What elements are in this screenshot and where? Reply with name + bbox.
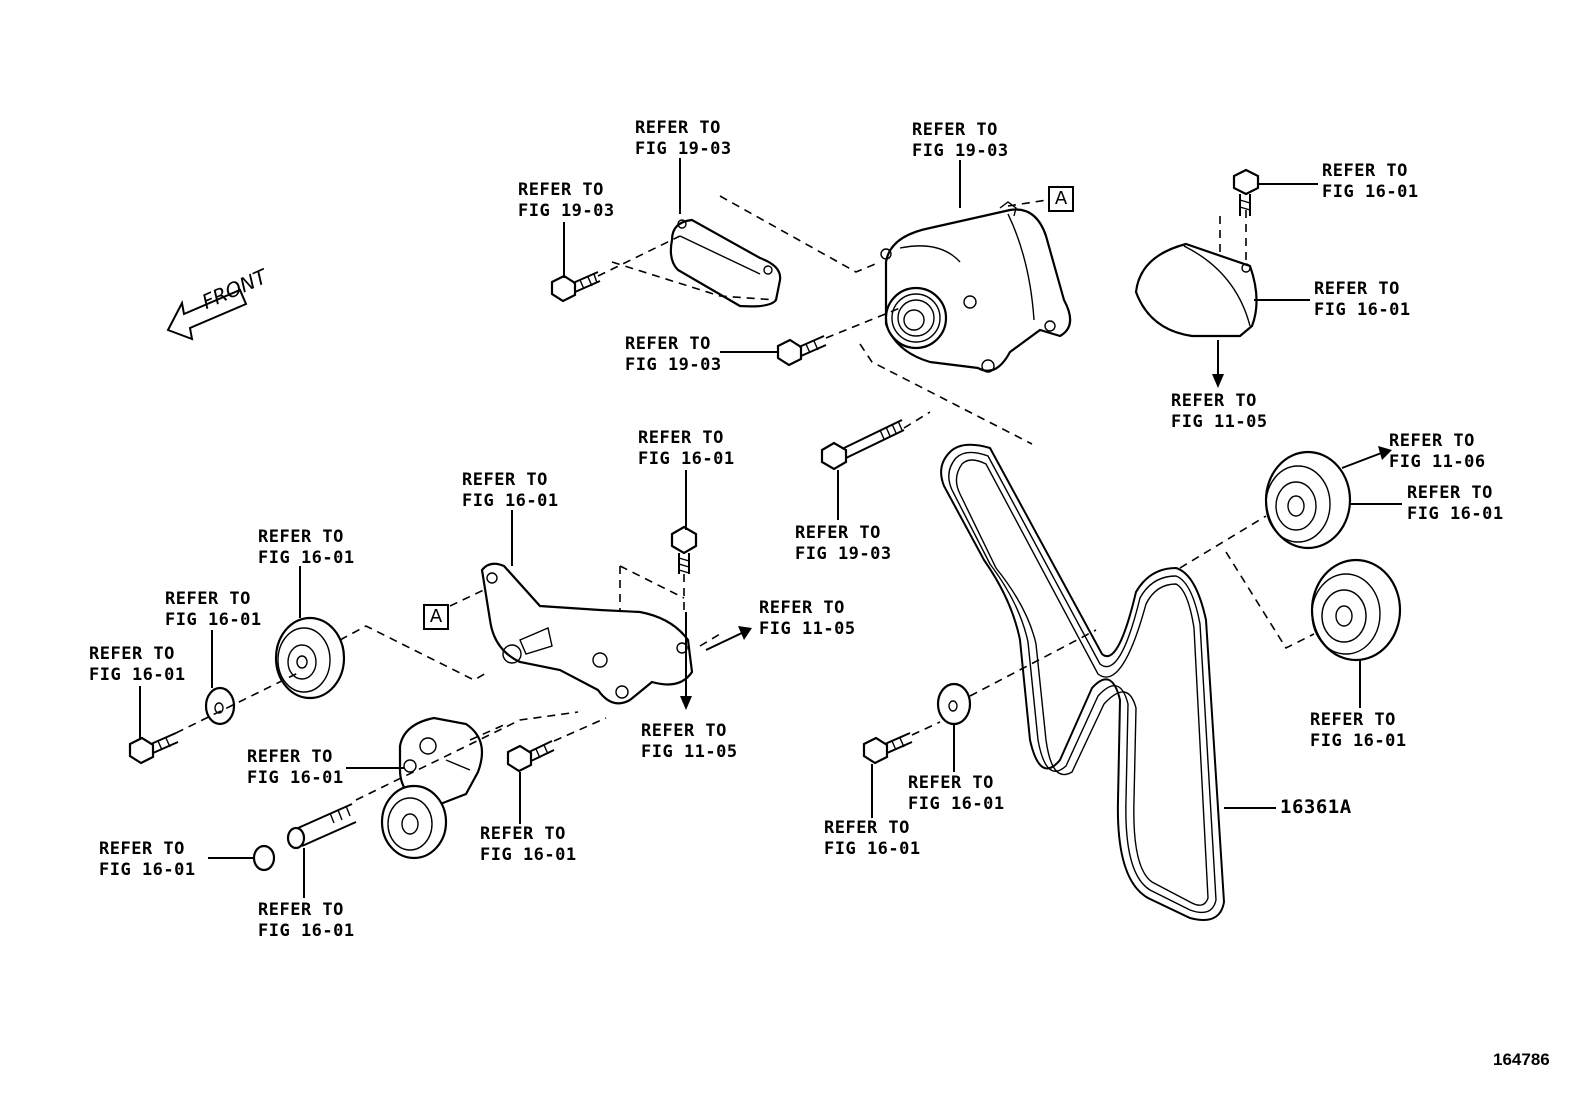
washer-left [204,686,236,726]
marker-a-bracket: A [423,604,449,630]
washer-right [936,682,972,726]
pulley-bolt-right [862,732,913,765]
tensioner-bracket [480,562,694,705]
pulley-bolt-left [128,732,179,765]
idler-pulley-left [274,616,346,700]
belt-part-number: 16361A [1280,796,1352,818]
tensioner-pulley [380,784,448,860]
dust-cap [252,844,276,872]
alternator-bolt-long [820,419,905,471]
bracket-bolt-lower [506,740,555,773]
serpentine-belt [940,443,1226,921]
alternator-bolt-short [776,335,827,367]
cover-bolt-right [1232,168,1260,216]
tensioner-bolt [286,803,357,850]
idler-pulley-upper [1264,450,1352,550]
front-arrow-icon [166,288,248,341]
leader-lines [139,158,1402,898]
alternator-cover [669,218,782,308]
idler-pulley-lower [1310,558,1402,662]
alternator [880,201,1072,373]
marker-a-alternator: A [1048,186,1074,212]
cover-bolt [550,271,601,303]
belt-tensioner [398,716,484,810]
bracket-bolt-vertical [670,525,698,574]
belt-cover-right [1134,242,1258,338]
figure-number: 164786 [1493,1050,1550,1069]
